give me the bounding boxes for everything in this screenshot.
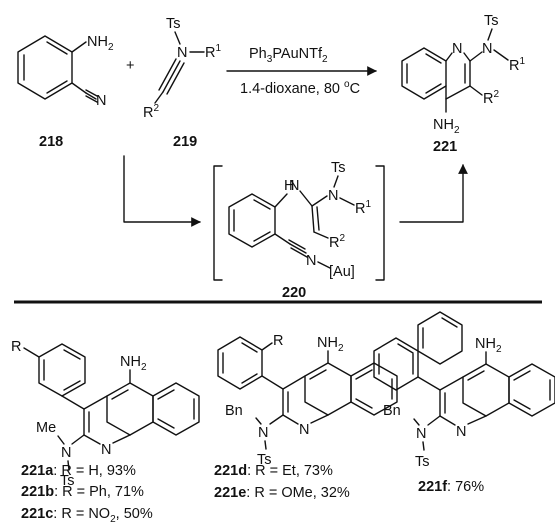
product-nh2-label: NH2 xyxy=(433,117,460,136)
compound-label-219: 219 xyxy=(173,134,197,150)
intermediate-r1-label: R1 xyxy=(355,199,371,217)
compound-label-220: 220 xyxy=(282,285,306,301)
product-r2-label: R2 xyxy=(483,89,499,107)
ts-label-abc: Ts xyxy=(60,473,75,489)
amine-n-f: N xyxy=(416,426,426,442)
plus-sign: + xyxy=(126,58,134,74)
ynamide-n-label: N xyxy=(177,45,187,61)
nh2-label-de: NH2 xyxy=(317,335,344,354)
nh2-label-f: NH2 xyxy=(475,336,502,355)
product-n-label: N xyxy=(482,41,492,57)
intermediate-n-label: N xyxy=(328,188,338,204)
quinoline-n-f: N xyxy=(456,424,466,440)
product-ts-label: Ts xyxy=(484,13,499,29)
product-221de-structure: R NH2 N N Bn Ts xyxy=(217,333,398,468)
intermediate-nitrile-n: N xyxy=(306,253,316,269)
caption-221b: 221b: R = Ph, 71% xyxy=(21,484,144,500)
ts-label-f: Ts xyxy=(415,454,430,470)
caption-221c: 221c: R = NO2, 50% xyxy=(21,506,153,525)
r-label-de: R xyxy=(273,333,283,349)
intermediate-amine-n: N xyxy=(289,178,299,194)
r-label-abc: R xyxy=(11,339,21,355)
quinoline-n-label: N xyxy=(452,41,462,57)
amine-n-abc: N xyxy=(61,445,71,461)
compound-220-structure: H N Ts R1 R2 N [Au] xyxy=(228,160,371,280)
intermediate-r2-label: R2 xyxy=(329,233,345,251)
ts-label: Ts xyxy=(166,16,181,32)
r2-label: R2 xyxy=(143,103,159,121)
compound-218-structure: NH2 N xyxy=(17,34,114,109)
compound-label-218: 218 xyxy=(39,134,63,150)
caption-221d: 221d: R = Et, 73% xyxy=(214,463,333,479)
nh2-label: NH2 xyxy=(87,34,114,53)
caption-221f: 221f: 76% xyxy=(418,479,484,495)
path-arrow-to-product xyxy=(399,164,468,223)
caption-221a: 221a: R = H, 93% xyxy=(21,463,136,479)
conditions-label: 1.4-dioxane, 80 oC xyxy=(240,79,360,97)
r1-label: R1 xyxy=(205,43,221,61)
intermediate-nh-label: H xyxy=(284,178,294,194)
me-label: Me xyxy=(36,420,56,436)
compound-219-structure: Ts N R1 R2 xyxy=(143,16,221,121)
intermediate-brackets xyxy=(213,165,385,281)
product-221f-structure: NH2 N N Bn Ts xyxy=(373,311,555,470)
bn-label-de: Bn xyxy=(225,403,243,419)
catalyst-label: Ph3PAuNTf2 xyxy=(249,46,328,65)
quinoline-n-abc: N xyxy=(101,442,111,458)
nitrile-n-label: N xyxy=(96,93,106,109)
ts-label-de: Ts xyxy=(257,452,272,468)
quinoline-n-de: N xyxy=(299,422,309,438)
amine-n-de: N xyxy=(258,425,268,441)
nh2-label-abc: NH2 xyxy=(120,354,147,373)
compound-label-221: 221 xyxy=(433,139,457,155)
product-r1-label: R1 xyxy=(509,56,525,74)
path-arrow-to-intermediate xyxy=(123,155,201,227)
intermediate-ts-label: Ts xyxy=(331,160,346,176)
compound-221-structure: N N Ts R1 R2 NH2 xyxy=(401,13,525,136)
gold-label: [Au] xyxy=(329,264,355,280)
product-221abc-structure: R NH2 N N Me Ts xyxy=(11,339,200,489)
caption-221e: 221e: R = OMe, 32% xyxy=(214,485,350,501)
bn-label-f: Bn xyxy=(383,403,401,419)
